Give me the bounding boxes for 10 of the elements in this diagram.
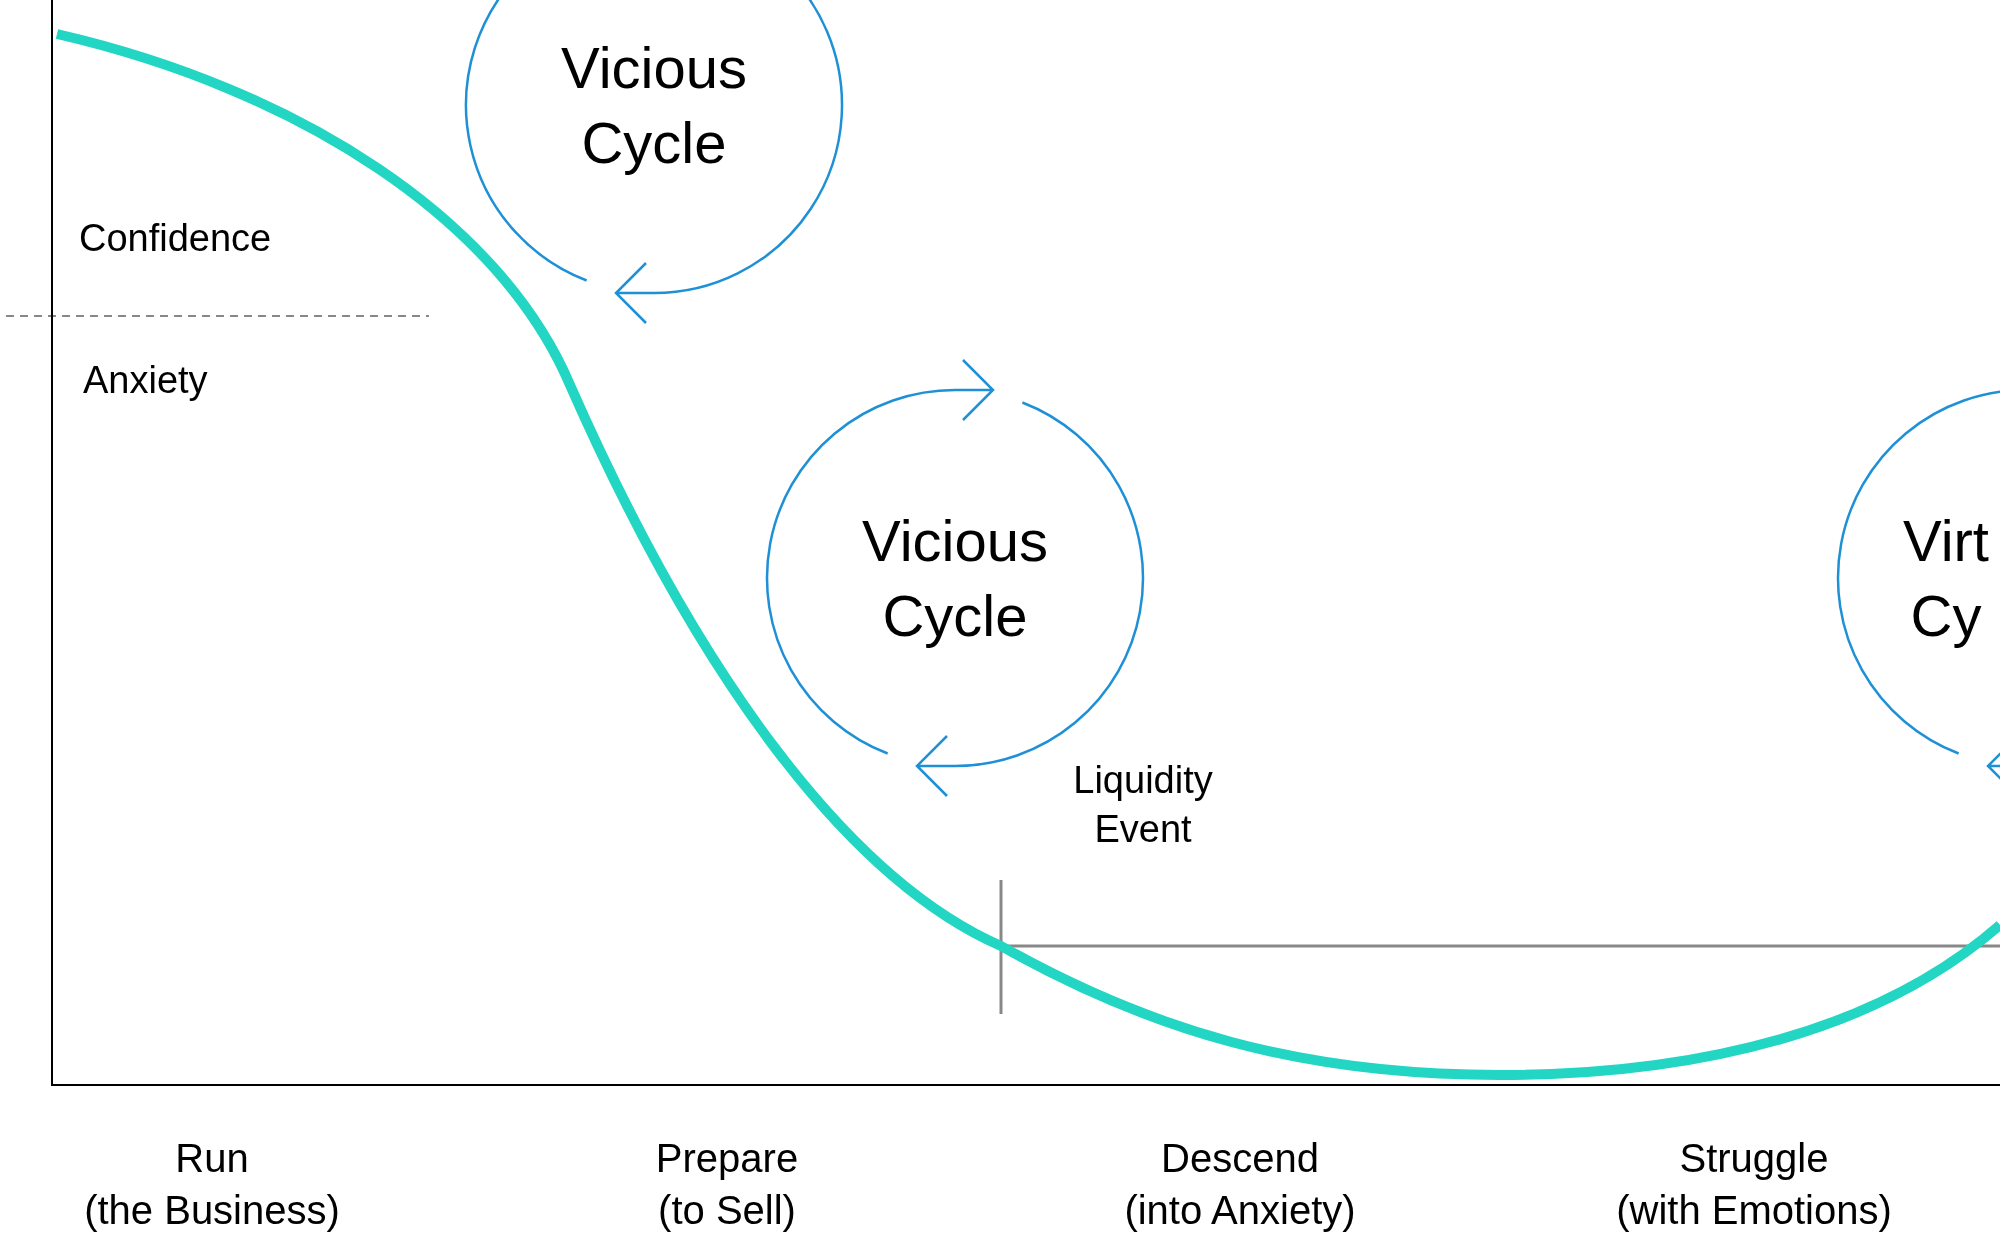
cycle-label: Vicious Cycle	[560, 33, 748, 177]
stage-label: Prepare (to Sell)	[654, 1135, 800, 1234]
stage-label: Struggle (with Emotions)	[1615, 1135, 1893, 1234]
cycle-label: Vicious Cycle	[861, 506, 1049, 650]
cycle-label: Virt Cy	[1902, 506, 1990, 650]
axis-label: Anxiety	[83, 358, 209, 403]
event-label: Liquidity Event	[1072, 758, 1214, 853]
stage-label: Descend (into Anxiety)	[1123, 1135, 1357, 1234]
axis-label: Confidence	[79, 216, 273, 261]
stage-label: Run (the Business)	[83, 1135, 341, 1234]
